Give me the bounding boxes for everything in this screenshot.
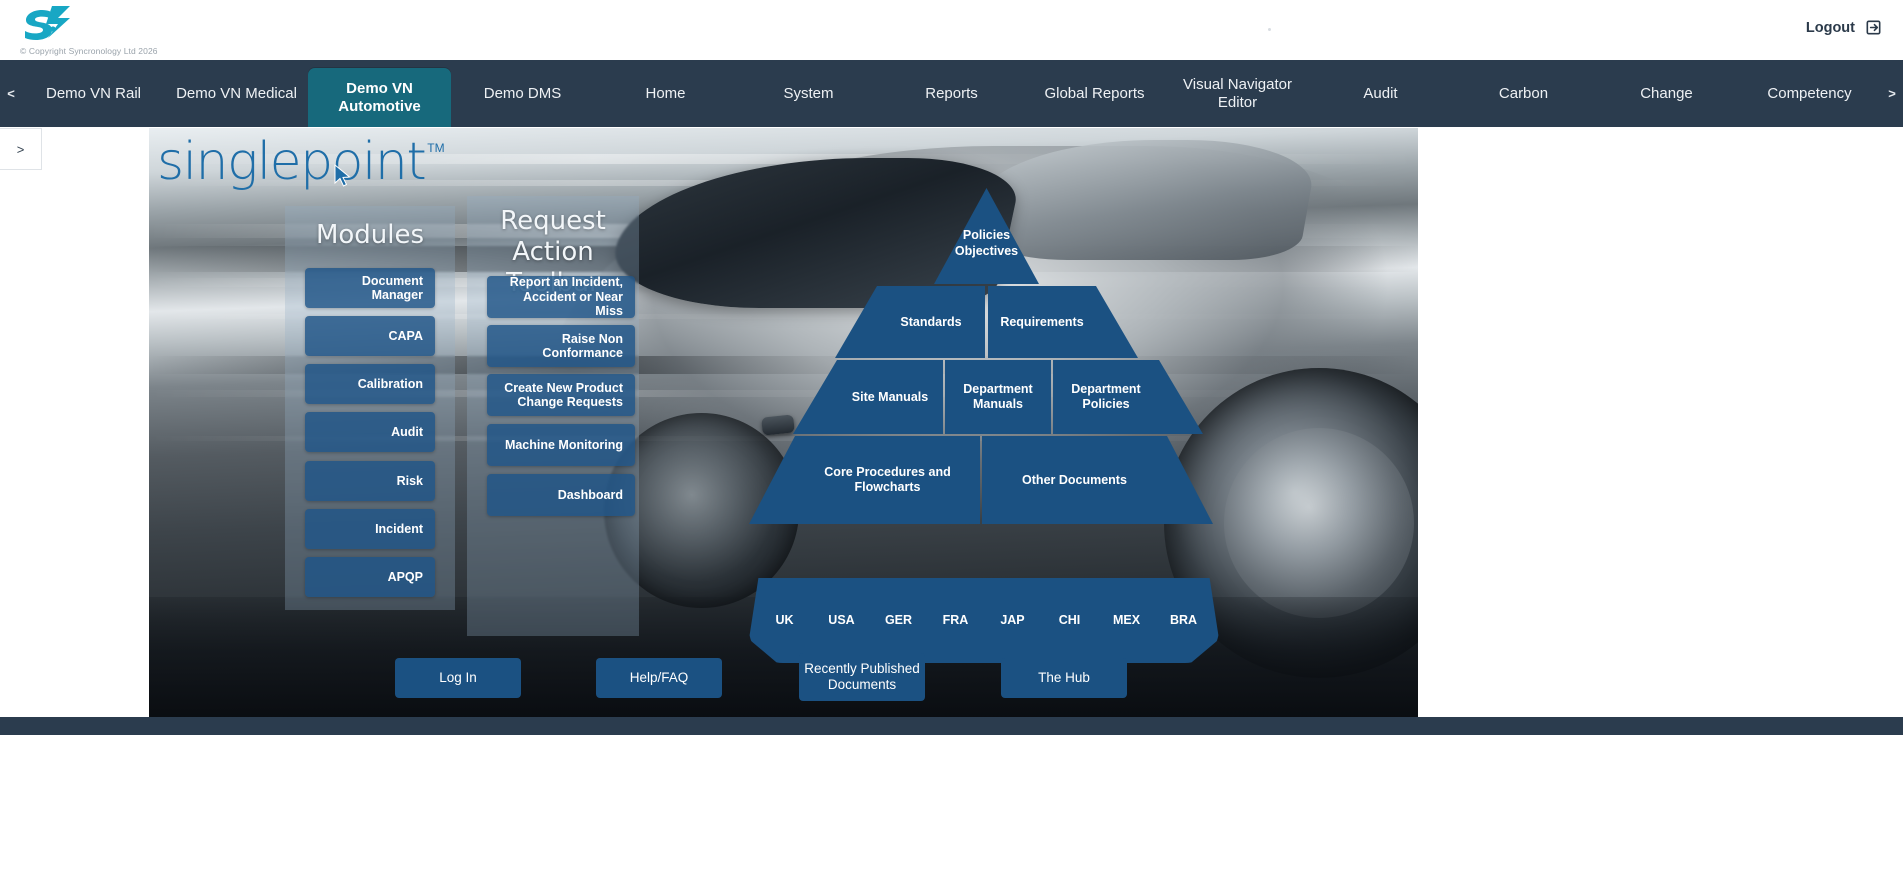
pyramid-country-ger[interactable]: GER [884,613,913,627]
footer-strip [0,717,1903,735]
module-button-document-manager[interactable]: Document Manager [305,268,435,308]
modules-panel: Modules Document Manager CAPA Calibratio… [285,206,455,610]
pyramid-country-mex[interactable]: MEX [1112,613,1141,627]
nav-item-system[interactable]: System [783,84,834,102]
module-button-calibration[interactable]: Calibration [305,364,435,404]
singlepoint-logo: singlepoint TM [157,132,445,196]
pyramid-country-uk[interactable]: UK [775,613,794,627]
module-button-audit[interactable]: Audit [305,412,435,452]
page-background-bottom [0,735,1903,890]
pyramid-tier4-left-wedge [749,436,795,524]
pyramid-country-base [749,578,1219,663]
logout-icon [1866,20,1881,35]
action-button-machine-monitoring[interactable]: Machine Monitoring [487,424,635,466]
nav-item-home[interactable]: Home [645,84,686,102]
nav-item-demo-vn-rail[interactable]: Demo VN Rail [45,84,142,102]
pyramid-country-fra[interactable]: FRA [942,613,969,627]
nav-item-change[interactable]: Change [1640,84,1693,102]
logout-button[interactable]: Logout [1806,18,1883,37]
action-button-create-product-change[interactable]: Create New Product Change Requests [487,374,635,416]
nav-item-audit[interactable]: Audit [1363,84,1398,102]
pyramid-tier2-right-wedge [1096,286,1138,358]
pyramid-cell-department-manuals[interactable]: Department Manuals [945,360,1051,434]
module-button-risk[interactable]: Risk [305,461,435,501]
visual-navigator-stage: singlepoint TM Modules Document Manager … [149,128,1418,717]
decorative-dot [1268,28,1271,31]
nav-item-reports[interactable]: Reports [925,84,978,102]
modules-panel-title: Modules [315,220,425,250]
copyright-text: © Copyright Syncronology Ltd 2026 [20,46,158,56]
pyramid-country-usa[interactable]: USA [828,613,855,627]
pyramid-cell-core-procedures[interactable]: Core Procedures and Flowcharts [795,436,980,524]
nav-item-demo-dms[interactable]: Demo DMS [483,84,562,102]
nav-scroll-right-icon[interactable]: > [1888,86,1896,101]
pyramid-cell-standards[interactable]: Standards [877,286,985,358]
company-logo[interactable] [18,4,138,50]
sidebar-expand-toggle[interactable]: > [0,128,42,170]
nav-item-visual-navigator-editor[interactable]: Visual Navigator Editor [1183,76,1292,111]
pyramid-country-jap[interactable]: JAP [1000,613,1025,627]
document-hierarchy-pyramid: Policies Objectives Standards Requiremen… [749,188,1219,663]
logout-label: Logout [1805,19,1855,36]
nav-item-global-reports[interactable]: Global Reports [1044,84,1145,102]
nav-items: Demo VN Rail Demo VN Medical Demo VN Aut… [22,60,1881,127]
request-action-toolbar-panel: Request Action Toolbar Report an Inciden… [467,196,639,636]
nav-item-carbon[interactable]: Carbon [1498,84,1549,102]
module-button-incident[interactable]: Incident [305,509,435,549]
pyramid-tier2-left-wedge [835,286,877,358]
nav-item-competency[interactable]: Competency [1767,84,1852,102]
login-button[interactable]: Log In [395,658,521,698]
the-hub-button[interactable]: The Hub [1001,658,1127,698]
action-button-dashboard[interactable]: Dashboard [487,474,635,516]
singlepoint-wordmark: singlepoint [157,132,427,192]
help-faq-button[interactable]: Help/FAQ [596,658,722,698]
top-bar: © Copyright Syncronology Ltd 2026 Logout [0,0,1903,60]
main-navigation: < Demo VN Rail Demo VN Medical Demo VN A… [0,60,1903,127]
module-button-capa[interactable]: CAPA [305,316,435,356]
action-button-raise-non-conformance[interactable]: Raise Non Conformance [487,325,635,367]
pyramid-tier3-left-wedge [793,360,837,434]
pyramid-cell-department-policies[interactable]: Department Policies [1053,360,1159,434]
nav-item-demo-vn-medical[interactable]: Demo VN Medical [176,84,297,102]
pyramid-cell-other-documents[interactable]: Other Documents [982,436,1167,524]
nav-scroll-left-icon[interactable]: < [7,86,15,101]
pyramid-apex-label: Policies Objectives [954,228,1019,258]
recently-published-documents-button[interactable]: Recently Published Documents [799,653,925,701]
pyramid-tier4-right-wedge [1167,436,1213,524]
car-rear-rim [1224,428,1414,618]
nav-item-demo-vn-automotive[interactable]: Demo VN Automotive [308,68,451,127]
pyramid-cell-site-manuals[interactable]: Site Manuals [837,360,943,434]
trademark-symbol: TM [427,141,445,155]
pyramid-tier3-right-wedge [1159,360,1203,434]
pyramid-country-bra[interactable]: BRA [1169,613,1198,627]
motion-streak [149,154,1418,164]
pyramid-cell-requirements[interactable]: Requirements [988,286,1096,358]
pyramid-country-chi[interactable]: CHI [1058,613,1081,627]
action-button-report-incident[interactable]: Report an Incident, Accident or Near Mis… [487,275,635,318]
module-button-apqp[interactable]: APQP [305,557,435,597]
cursor-pointer-icon [334,164,351,187]
syncronology-logo-icon [25,6,70,40]
